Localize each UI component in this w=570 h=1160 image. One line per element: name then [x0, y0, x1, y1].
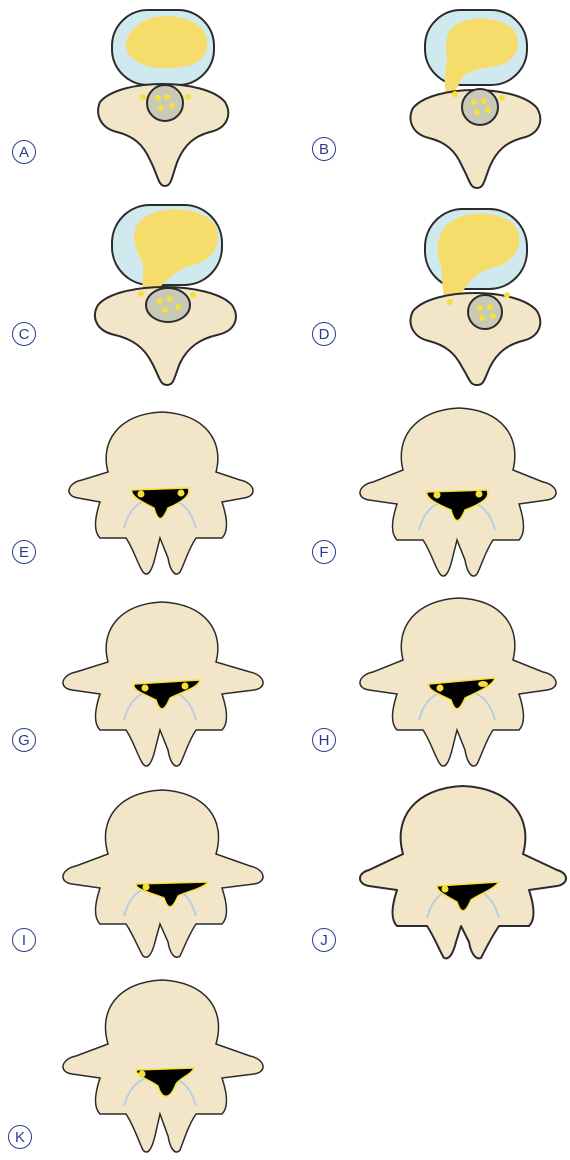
panel-label: G [12, 728, 36, 752]
panel-label: C [12, 322, 36, 346]
panel-label: J [312, 928, 336, 952]
panel-label: I [12, 928, 36, 952]
panel-j: J [285, 770, 570, 960]
vertebra-diagram [0, 960, 285, 1160]
panel-e: E [0, 390, 285, 580]
disc-diagram [285, 195, 570, 390]
panel-label: A [12, 140, 36, 164]
panel-d: D [285, 195, 570, 390]
panel-label: H [312, 728, 336, 752]
panel-b: B [285, 0, 570, 195]
panel-h: H [285, 580, 570, 770]
disc-diagram [0, 195, 285, 390]
disc-diagram [285, 0, 570, 195]
panel-label: D [312, 322, 336, 346]
panel-f: F [285, 390, 570, 580]
disc-diagram [0, 0, 285, 195]
panel-label: K [8, 1125, 32, 1149]
panel-label: F [312, 540, 336, 564]
vertebra-diagram [0, 390, 285, 580]
panel-label: E [12, 540, 36, 564]
panel-a: A [0, 0, 285, 195]
panel-i: I [0, 770, 285, 960]
panel-k: K [0, 960, 285, 1160]
vertebra-diagram [0, 770, 285, 960]
panel-label: B [312, 137, 336, 161]
panel-c: C [0, 195, 285, 390]
vertebra-diagram [0, 580, 285, 770]
panel-g: G [0, 580, 285, 770]
